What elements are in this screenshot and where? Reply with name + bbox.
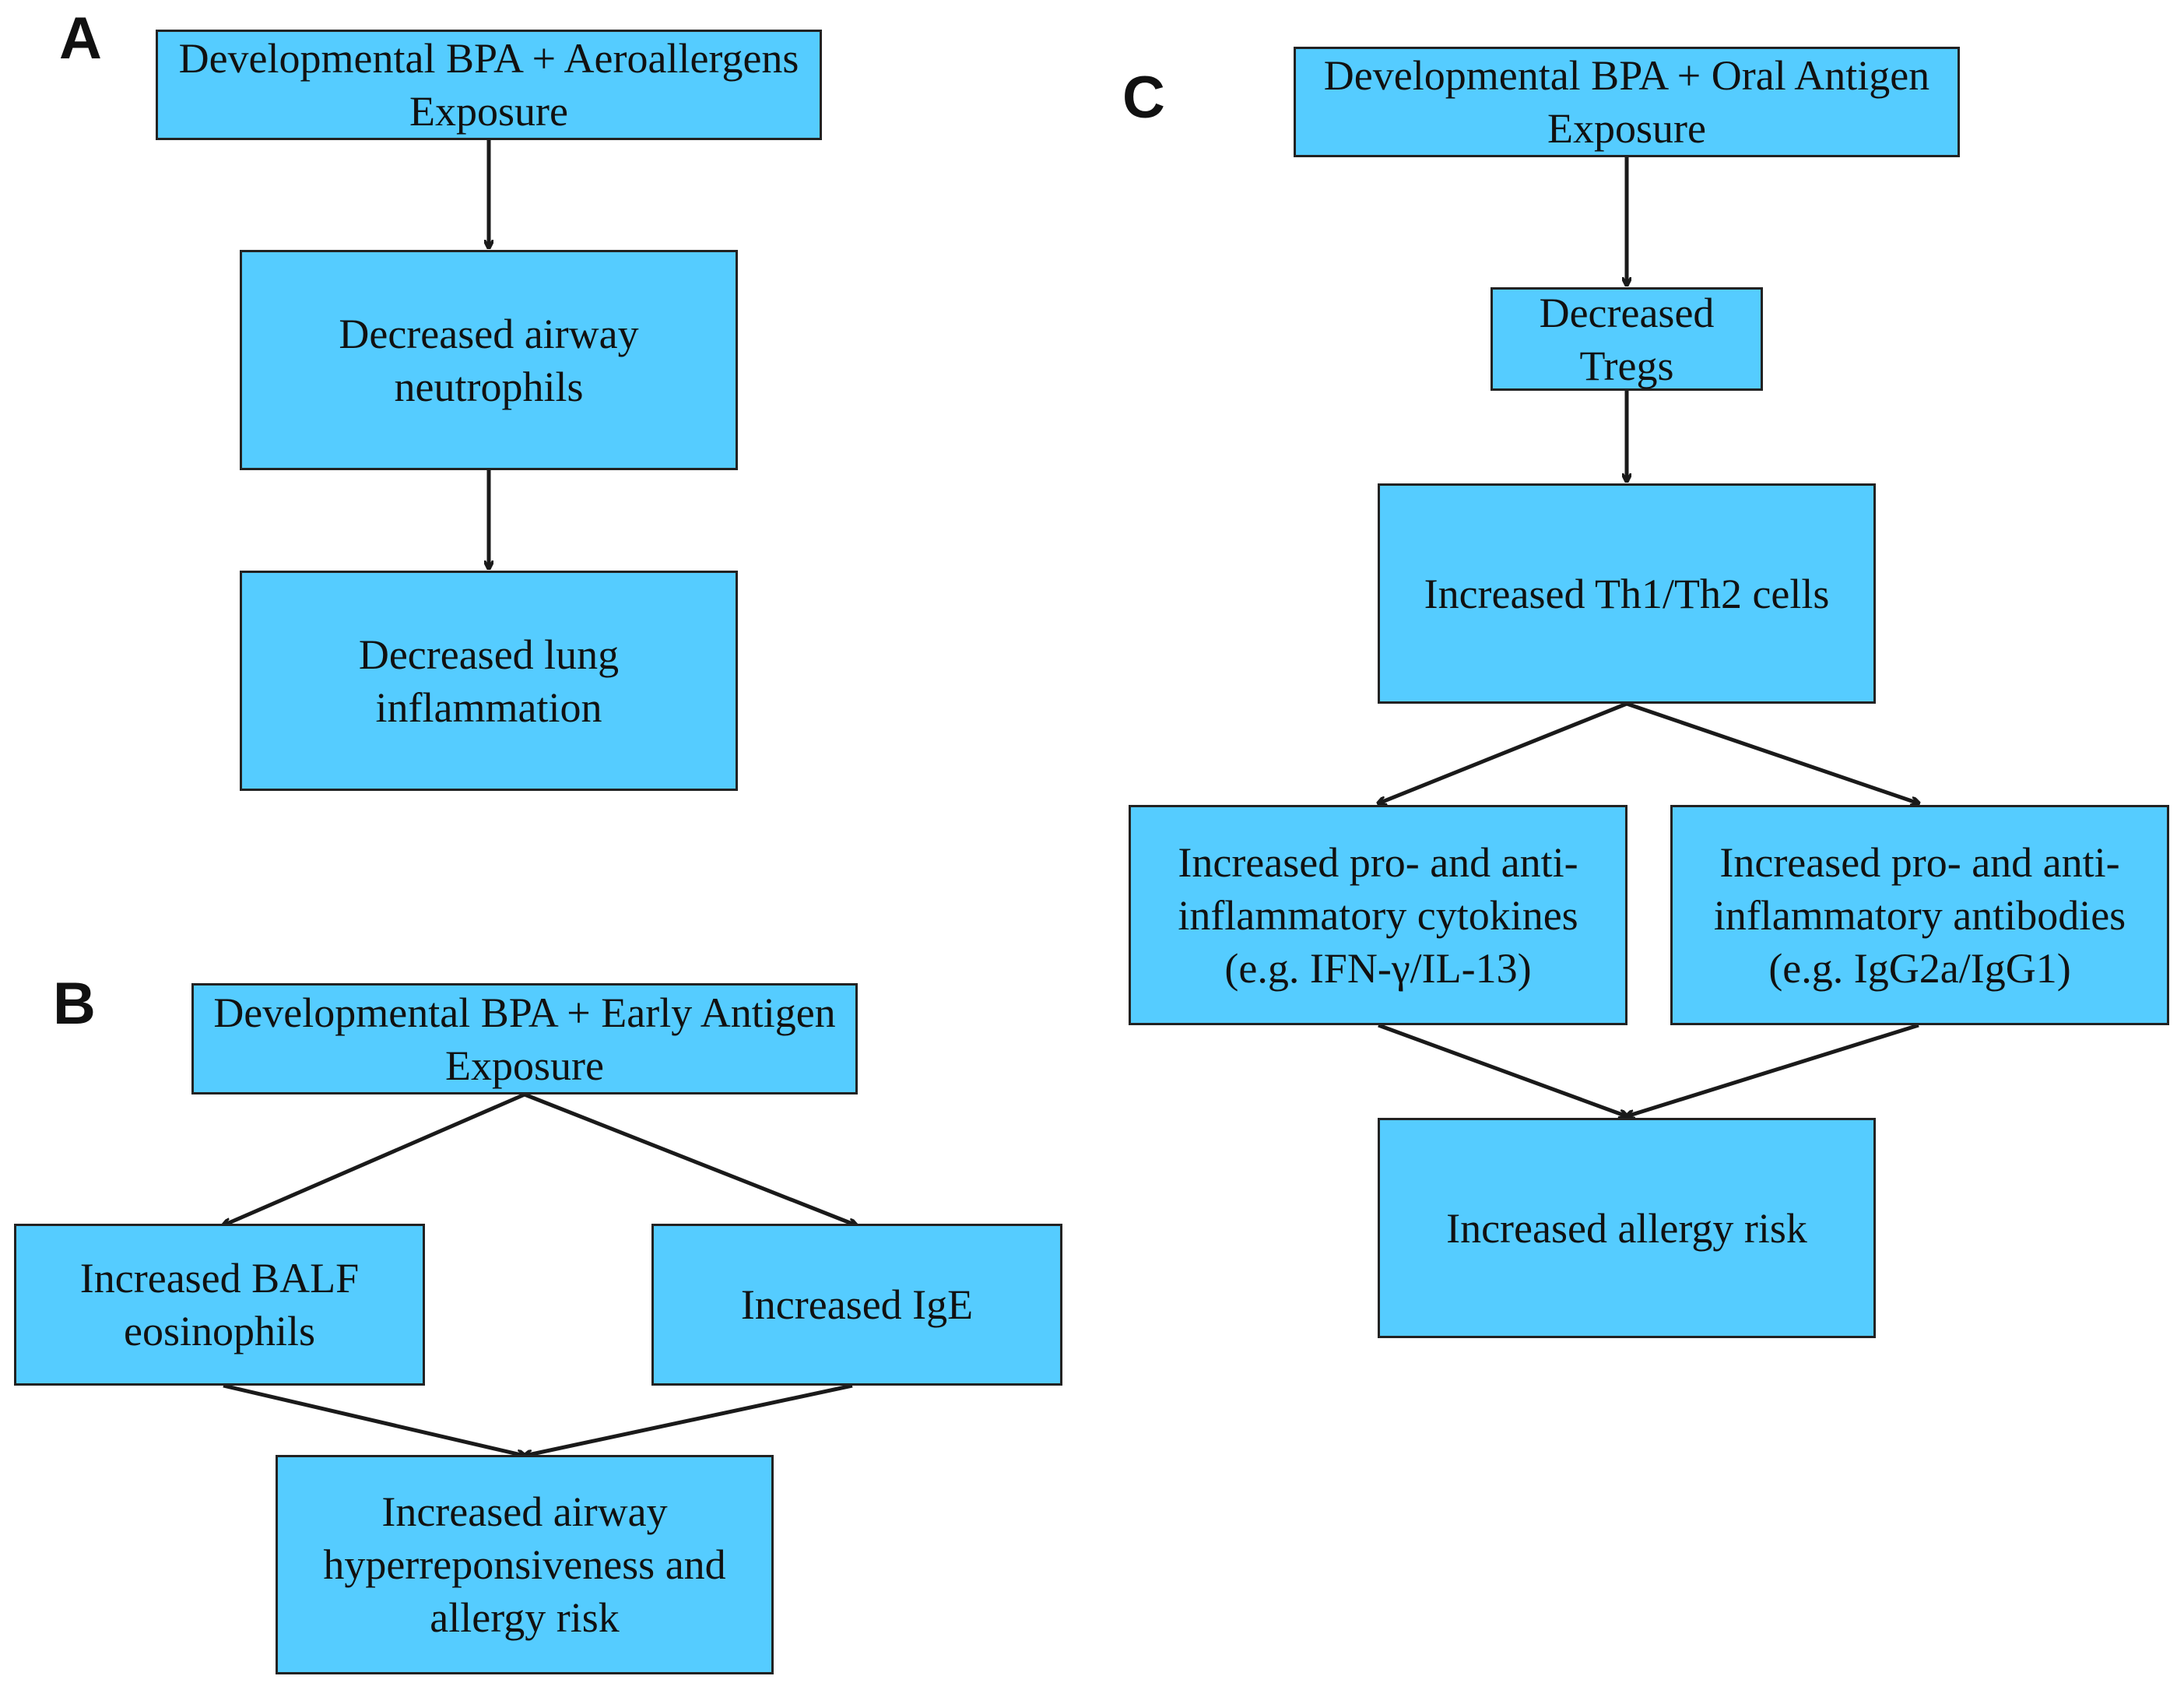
node-c-antibodies-text: Increased pro- and anti-inflammatory ant…	[1713, 838, 2126, 992]
node-c-developmental-bpa-oral-antigen: Developmental BPA + Oral Antigen Exposur…	[1294, 47, 1960, 157]
panel-b-label: B	[53, 971, 96, 1037]
node-b-increased-airway-allergy: Increased airway hyperreponsiveness and …	[276, 1455, 774, 1674]
node-c-increased-allergy-risk: Increased allergy risk	[1378, 1118, 1876, 1338]
node-b-increased-eosinophils: Increased BALF eosinophils	[14, 1224, 425, 1386]
node-b-ige-text: Increased IgE	[740, 1281, 974, 1328]
node-c-start-text: Developmental BPA + Oral Antigen Exposur…	[1323, 52, 1930, 152]
arrow-b-eosinophils-to-outcome	[223, 1383, 525, 1456]
node-c-increased-cytokines: Increased pro- and anti-inflammatory cyt…	[1129, 805, 1627, 1025]
arrow-c-cytokines-to-outcome	[1378, 1023, 1627, 1116]
node-b-eosinophils-text: Increased BALF eosinophils	[79, 1255, 360, 1354]
node-a-decreased-neutrophils: Decreased airway neutrophils	[240, 250, 738, 470]
arrow-b-ige-to-outcome	[525, 1383, 853, 1456]
node-b-increased-ige: Increased IgE	[651, 1224, 1062, 1386]
node-c-tregs-text: Decreased Tregs	[1539, 289, 1715, 389]
node-c-outcome-text: Increased allergy risk	[1446, 1204, 1807, 1252]
node-a-start-text: Developmental BPA + Aeroallergens Exposu…	[178, 35, 799, 135]
panel-a-label: A	[59, 5, 102, 72]
node-a-inflammation-text: Decreased lung inflammation	[358, 631, 620, 731]
node-a-neutrophils-text: Decreased airway neutrophils	[339, 310, 639, 410]
node-a-developmental-bpa-aeroallergens: Developmental BPA + Aeroallergens Exposu…	[156, 30, 822, 140]
arrow-c-antibodies-to-outcome	[1627, 1023, 1919, 1116]
arrow-b-start-to-eosinophils	[223, 1092, 525, 1225]
node-b-outcome-text: Increased airway hyperreponsiveness and …	[323, 1488, 726, 1641]
node-c-th-text: Increased Th1/Th2 cells	[1424, 570, 1830, 617]
node-c-increased-antibodies: Increased pro- and anti-inflammatory ant…	[1670, 805, 2169, 1025]
panel-c-label: C	[1122, 65, 1165, 131]
node-a-decreased-inflammation: Decreased lung inflammation	[240, 571, 738, 791]
node-c-increased-th-cells: Increased Th1/Th2 cells	[1378, 483, 1876, 704]
node-b-start-text: Developmental BPA + Early Antigen Exposu…	[213, 989, 836, 1089]
node-c-cytokines-text: Increased pro- and anti-inflammatory cyt…	[1178, 838, 1578, 992]
arrow-c-th-to-cytokines	[1378, 701, 1627, 803]
arrow-c-th-to-antibodies	[1626, 701, 1919, 803]
node-c-decreased-tregs: Decreased Tregs	[1491, 287, 1763, 391]
arrow-b-start-to-ige	[524, 1092, 856, 1225]
node-b-developmental-bpa-early-antigen: Developmental BPA + Early Antigen Exposu…	[191, 983, 858, 1094]
